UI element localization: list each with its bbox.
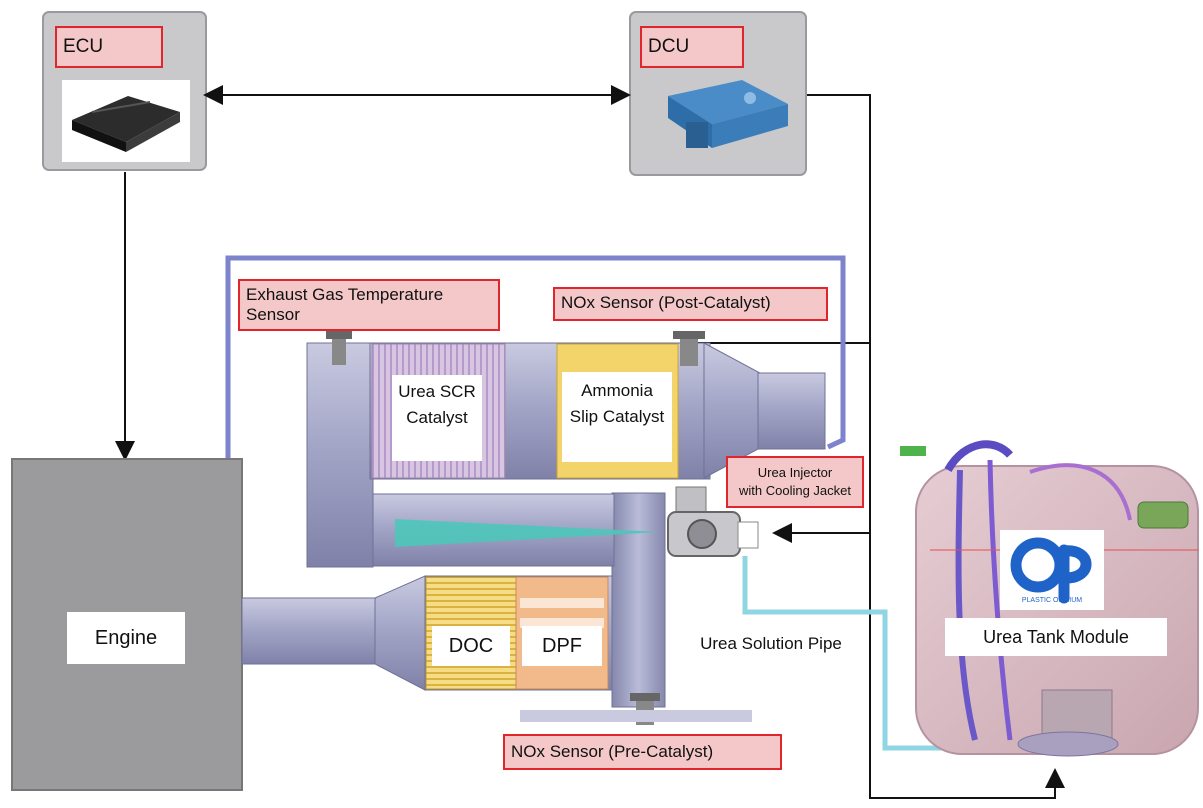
urea-injector-label-line1: Urea Injector — [757, 465, 833, 480]
doc-inlet-cone — [374, 575, 426, 691]
nox-post-sensor-icon — [673, 331, 705, 366]
urea-injector-label-line2: with Cooling Jacket — [739, 483, 851, 498]
dcu-tank-arrow — [869, 533, 1065, 799]
urea-scr-catalyst-label: Urea SCR Catalyst — [392, 375, 482, 461]
egt-sensor-icon — [326, 331, 352, 365]
urea-solution-pipe-label: Urea Solution Pipe — [700, 634, 842, 653]
exhaust-inlet-pipe — [241, 597, 381, 665]
urea-injector-icon — [667, 486, 759, 557]
ammonia-slip-catalyst-label: Ammonia Slip Catalyst — [562, 372, 672, 462]
doc-label: DOC — [432, 626, 510, 666]
urea-tank-icon — [900, 440, 1199, 757]
nox-post-label: NOx Sensor (Post-Catalyst) — [553, 287, 828, 321]
dcu-module-icon — [668, 80, 788, 148]
scr-end-cap — [306, 342, 374, 568]
ecu-module-icon — [62, 80, 190, 162]
outlet-pipe — [757, 372, 826, 450]
connector-housing — [611, 492, 666, 708]
urea-solution-pipe — [742, 556, 990, 751]
dpf-label: DPF — [522, 626, 602, 666]
dcu-nox-post-line — [690, 94, 871, 344]
egt-sensor-label: Exhaust Gas Temperature Sensor — [238, 279, 500, 331]
urea-spray — [395, 519, 660, 547]
engine-label: Engine — [67, 612, 185, 664]
nox-pre-label: NOx Sensor (Pre-Catalyst) — [503, 734, 782, 770]
sensor-harness — [225, 255, 846, 460]
ecu-label: ECU — [55, 26, 163, 68]
urea-injector-label: Urea Injector with Cooling Jacket — [726, 456, 864, 508]
urea-tank-module-label: Urea Tank Module — [945, 618, 1167, 656]
logo-hook-icon — [1058, 544, 1092, 604]
logo-text: PLASTIC OMNIUM — [1022, 597, 1082, 604]
dcu-label: DCU — [640, 26, 744, 68]
